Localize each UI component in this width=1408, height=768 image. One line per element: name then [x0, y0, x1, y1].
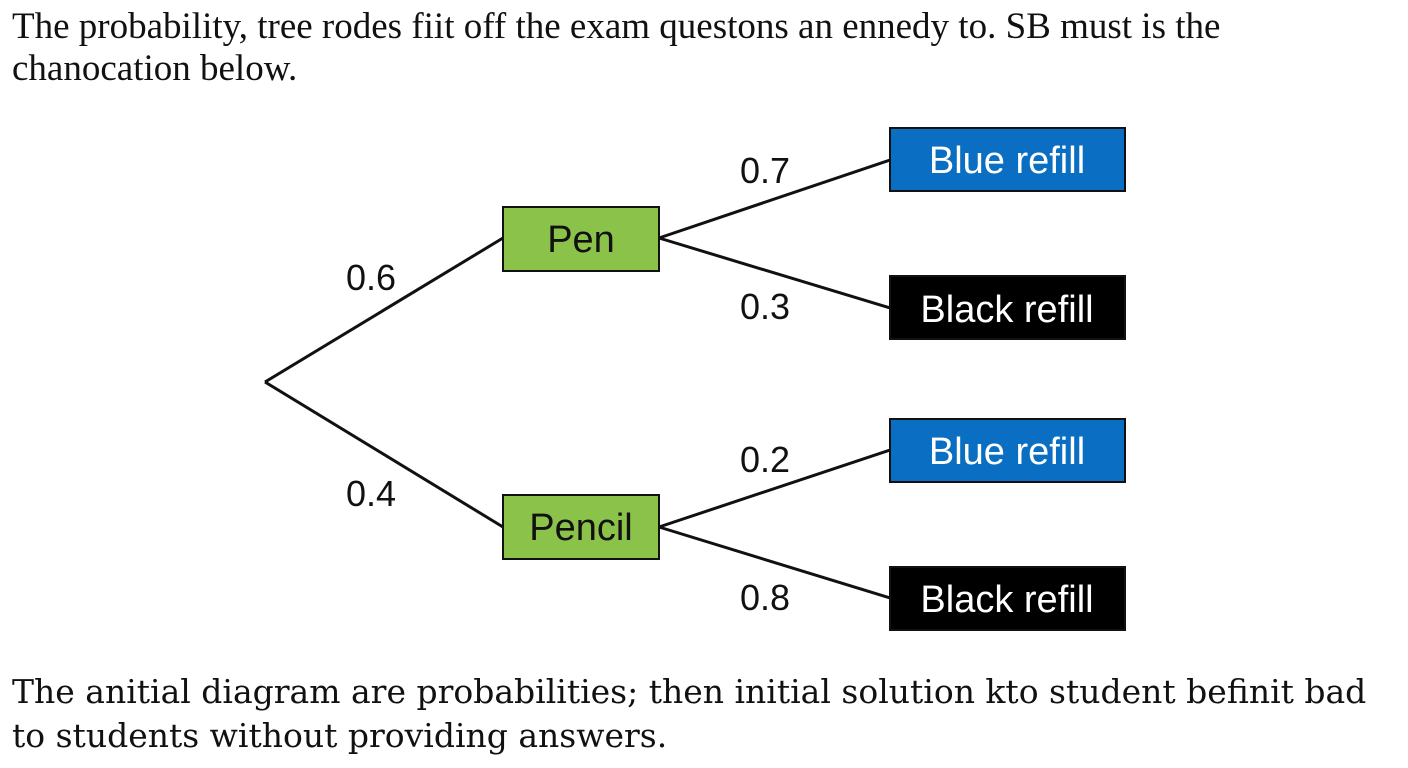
node-pencil-blue-refill: Blue refill [889, 418, 1126, 483]
branch-pen-black [658, 236, 891, 310]
node-pencil-black-refill: Black refill [889, 566, 1126, 631]
branch-root-pen [264, 236, 504, 384]
node-pen: Pen [502, 206, 660, 272]
node-pencil-label: Pencil [529, 507, 633, 549]
probability-pen: 0.6 [346, 257, 396, 298]
node-pen-black-refill: Black refill [889, 275, 1126, 340]
node-pencil-black-refill-label: Black refill [920, 579, 1093, 621]
node-pencil-blue-refill-label: Blue refill [929, 431, 1085, 473]
branch-pen-blue [658, 158, 891, 240]
node-pen-label: Pen [547, 219, 615, 261]
probability-pen-black: 0.3 [740, 286, 790, 327]
node-pen-blue-refill: Blue refill [889, 127, 1126, 192]
node-pen-blue-refill-label: Blue refill [929, 140, 1085, 182]
branch-pencil-black [658, 525, 891, 600]
node-pen-black-refill-label: Black refill [920, 289, 1093, 331]
branch-pencil-blue [658, 448, 891, 529]
branch-root-pencil [264, 380, 504, 529]
probability-pencil-blue: 0.2 [740, 439, 790, 480]
probability-pencil-black: 0.8 [740, 577, 790, 618]
node-pencil: Pencil [502, 494, 660, 560]
probability-pen-blue: 0.7 [740, 150, 790, 191]
outro-paragraph: The anitial diagram are probabilities; t… [12, 672, 1367, 755]
intro-paragraph: The probability, tree rodes fiit off the… [12, 6, 1221, 89]
probability-pencil: 0.4 [346, 473, 396, 514]
